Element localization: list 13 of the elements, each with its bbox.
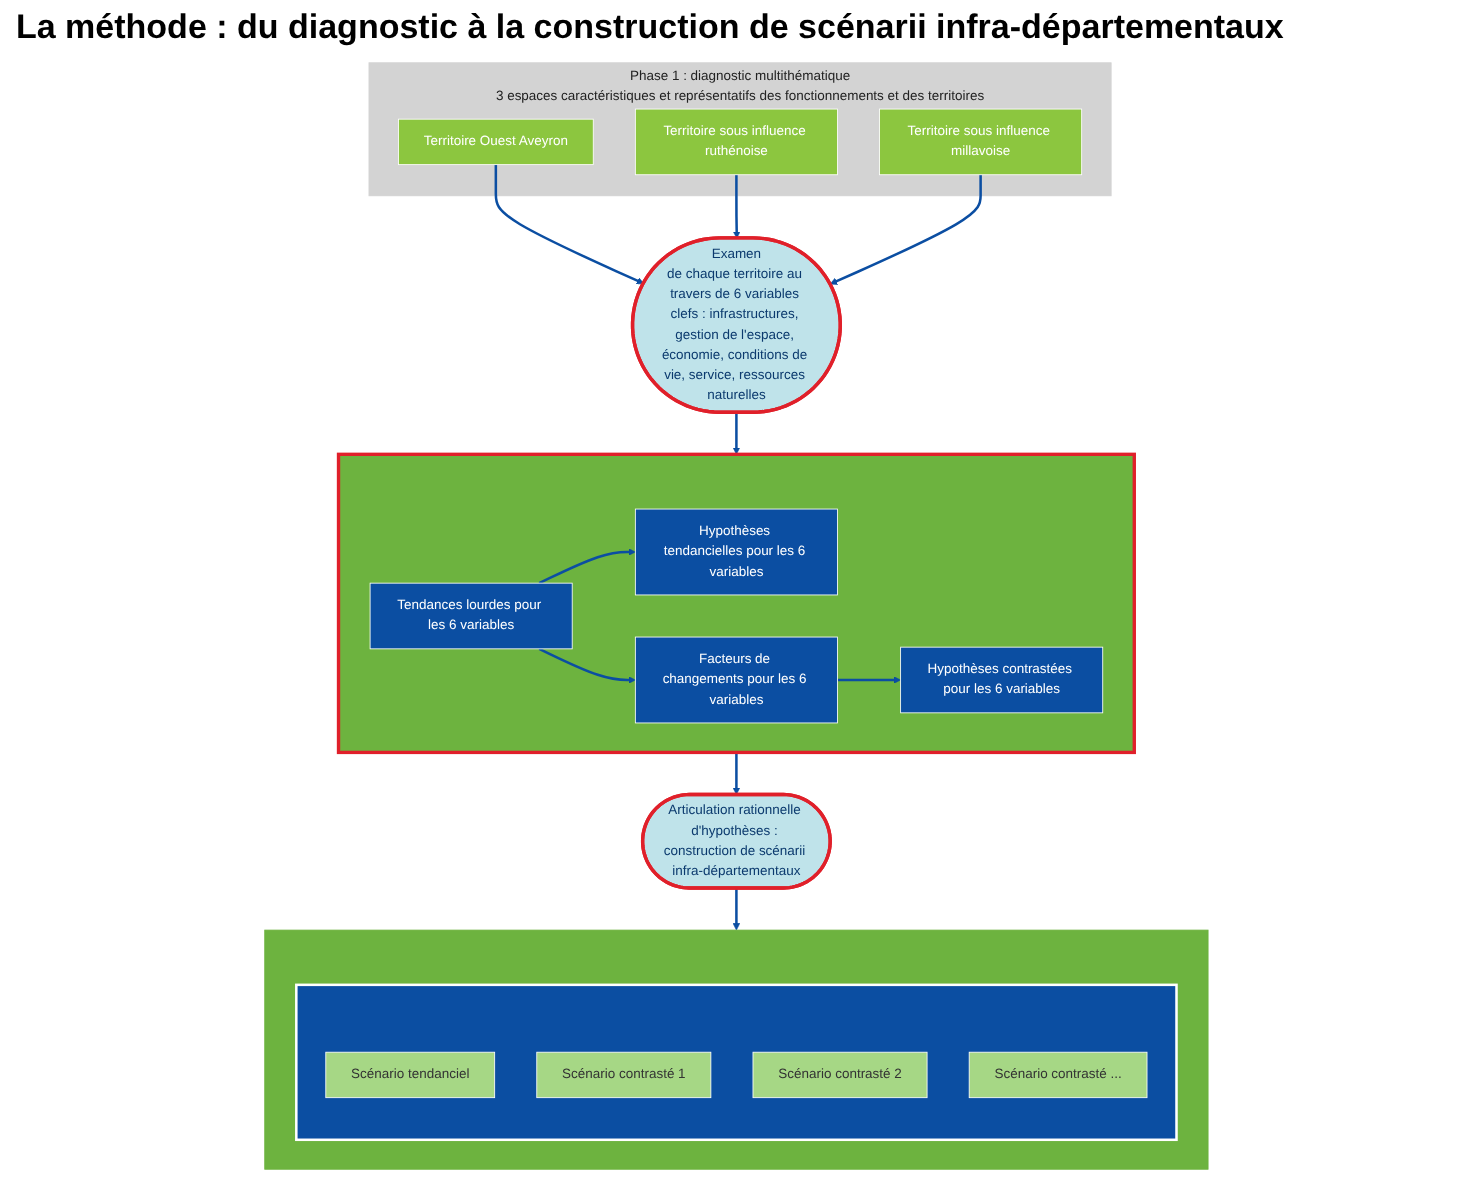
arrow <box>539 548 637 585</box>
arrow <box>733 752 741 795</box>
arrow <box>733 174 741 239</box>
cluster <box>295 983 1179 1142</box>
arrow <box>830 174 983 285</box>
diagram-title: La méthode : du diagnostic à la construction de scénarii infra-départementaux <box>14 6 1286 50</box>
cluster <box>264 929 1210 1170</box>
cluster <box>337 452 1137 755</box>
arrow <box>733 412 741 455</box>
arrow <box>733 888 741 931</box>
arrow <box>495 164 645 285</box>
arrow <box>539 647 637 684</box>
arrow <box>838 676 902 684</box>
